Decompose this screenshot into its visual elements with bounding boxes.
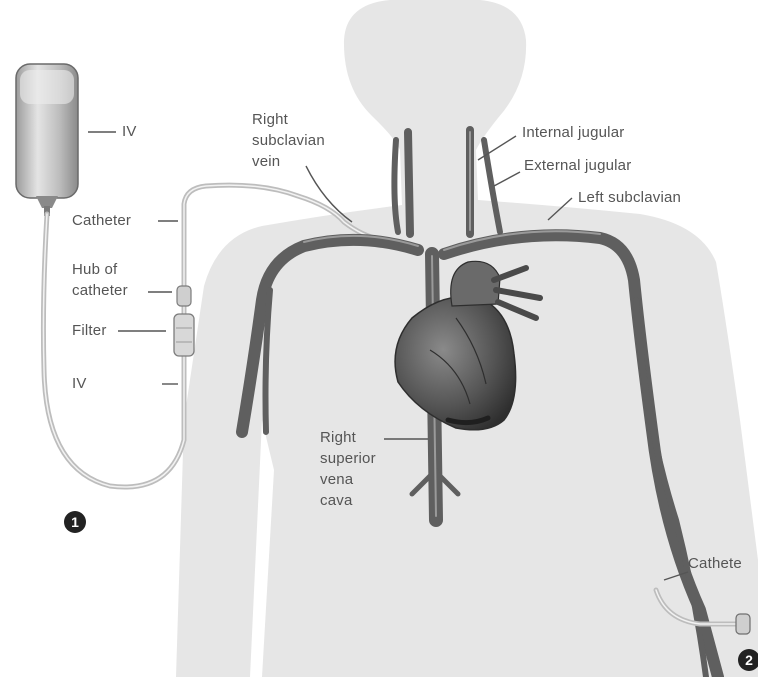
hub-of-catheter-label-line1: Hub of: [72, 260, 117, 279]
catheter-label: Catheter: [72, 211, 131, 230]
iv-bag: [16, 64, 78, 216]
right-subclavian-label-line2: subclavian: [252, 131, 325, 150]
svc-label-line3: vena: [320, 470, 353, 489]
iv-lower-label: IV: [72, 374, 87, 393]
external-jugular-label: External jugular: [524, 156, 631, 175]
svc-label-line2: superior: [320, 449, 376, 468]
internal-jugular-label: Internal jugular: [522, 123, 624, 142]
filter-part: [174, 314, 194, 356]
step-1-badge: 1: [64, 511, 86, 533]
right-subclavian-label-line1: Right: [252, 110, 288, 129]
svc-label-line4: cava: [320, 491, 353, 510]
catheter-arm-label: Cathete: [688, 554, 742, 573]
step-2-badge: 2: [738, 649, 758, 671]
iv-bag-label: IV: [122, 122, 137, 141]
hub-of-catheter-part: [177, 286, 191, 306]
right-subclavian-label-line3: vein: [252, 152, 280, 171]
hub-of-catheter-label-line2: catheter: [72, 281, 128, 300]
filter-label: Filter: [72, 321, 107, 340]
left-subclavian-label: Left subclavian: [578, 188, 681, 207]
svc-label-line1: Right: [320, 428, 356, 447]
